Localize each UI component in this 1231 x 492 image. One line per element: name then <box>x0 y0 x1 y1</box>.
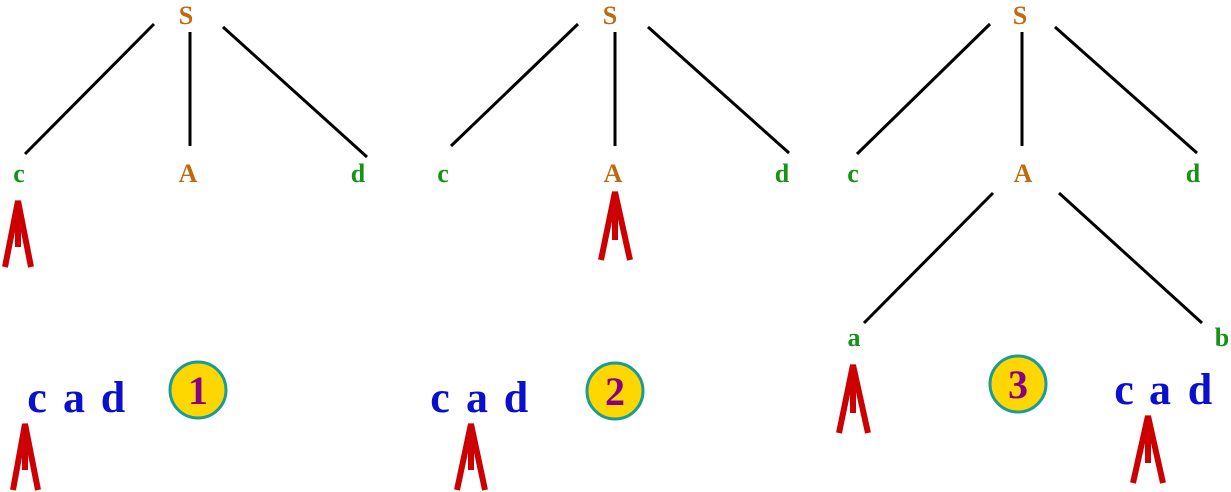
node-a: A <box>1014 159 1033 188</box>
edge-s-c <box>855 22 992 156</box>
input-char-d: d <box>101 373 125 422</box>
edge-s-c <box>449 22 580 148</box>
panel-1: S c A d c a d 1 <box>2 1 369 491</box>
edge-s-d <box>1054 25 1198 155</box>
step-badge: 2 <box>585 361 645 421</box>
panel-3: S c A d a b c a d 3 <box>836 1 1229 484</box>
step-badge: 1 <box>168 360 228 420</box>
node-s: S <box>1013 1 1027 30</box>
input-pointer-arrow-icon <box>454 423 488 491</box>
node-leaf-a: a <box>848 323 861 352</box>
step-badge: 3 <box>988 354 1048 414</box>
input-char-d: d <box>1188 365 1212 414</box>
tree-pointer-arrow-icon <box>2 200 34 268</box>
input-pointer-arrow-icon <box>10 423 41 491</box>
input-pointer-arrow-icon <box>1130 415 1166 484</box>
node-d: d <box>351 159 366 188</box>
panel-2: S c A d c a d 2 <box>430 1 790 491</box>
edge-s-d <box>647 25 790 155</box>
node-s: S <box>179 1 193 30</box>
input-char-d: d <box>504 373 528 422</box>
step-number: 2 <box>605 369 625 414</box>
node-c: c <box>13 159 25 188</box>
node-s: S <box>603 1 617 30</box>
edge-s-c <box>23 22 156 156</box>
input-char-c: c <box>430 373 450 422</box>
input-char-a: a <box>63 373 85 422</box>
node-leaf-b: b <box>1215 323 1229 352</box>
node-c: c <box>437 159 449 188</box>
input-char-a: a <box>466 373 488 422</box>
step-number: 3 <box>1008 362 1028 407</box>
node-a: A <box>604 159 623 188</box>
input-char-c: c <box>1114 365 1134 414</box>
node-c: c <box>847 159 859 188</box>
input-char-a: a <box>1149 365 1171 414</box>
node-a: A <box>179 159 198 188</box>
node-d: d <box>1186 159 1201 188</box>
step-number: 1 <box>188 368 208 413</box>
edge-a-b <box>1057 191 1204 325</box>
node-d: d <box>775 159 790 188</box>
tree-pointer-arrow-icon <box>836 364 871 434</box>
edge-a-a <box>862 191 995 325</box>
tree-pointer-arrow-icon <box>598 191 633 261</box>
input-char-c: c <box>27 373 47 422</box>
edge-s-d <box>221 25 369 159</box>
